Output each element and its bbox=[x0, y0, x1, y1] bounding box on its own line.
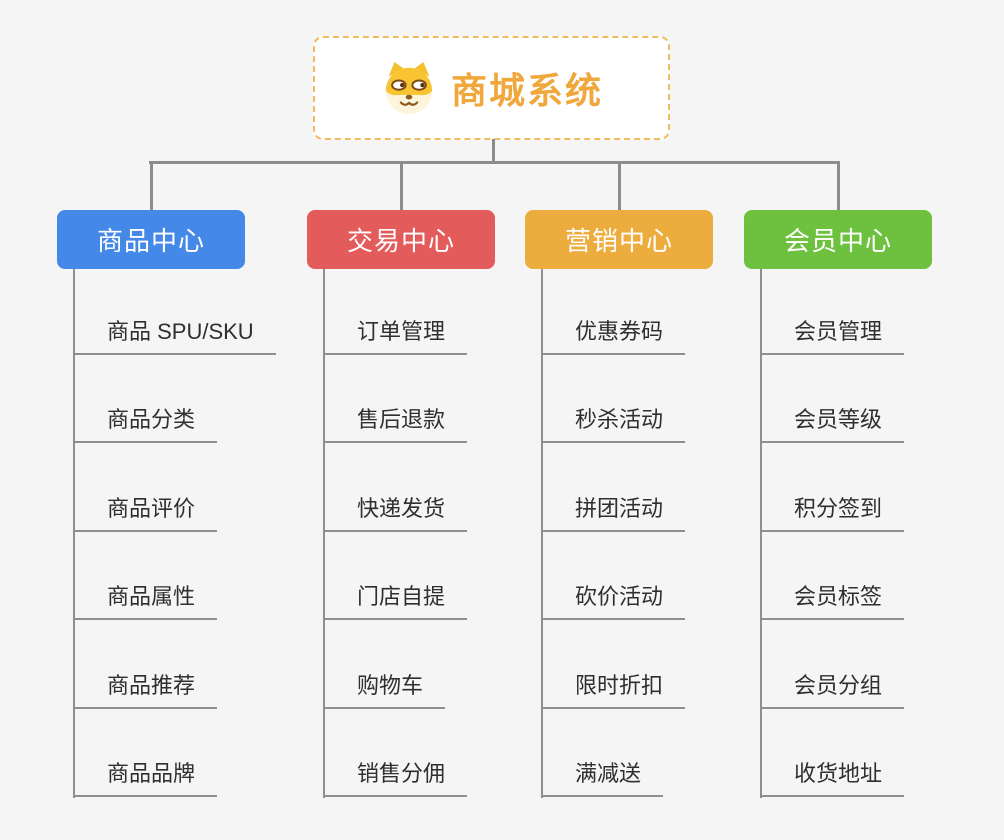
connector-branch-drop bbox=[399, 161, 403, 211]
connector-branch-drop bbox=[617, 161, 621, 211]
branch-children: 会员管理会员等级积分签到会员标签会员分组收货地址 bbox=[760, 269, 905, 798]
child-node[interactable]: 售后退款 bbox=[323, 355, 468, 444]
child-node[interactable]: 商品评价 bbox=[73, 443, 218, 532]
child-node[interactable]: 商品品牌 bbox=[73, 709, 218, 798]
child-node[interactable]: 会员等级 bbox=[760, 355, 905, 444]
child-node[interactable]: 秒杀活动 bbox=[541, 355, 686, 444]
child-node[interactable]: 商品推荐 bbox=[73, 620, 218, 709]
connector-root-stem bbox=[492, 139, 495, 162]
child-node[interactable]: 门店自提 bbox=[323, 532, 468, 621]
branch-children: 订单管理售后退款快递发货门店自提购物车销售分佣 bbox=[323, 269, 468, 798]
child-node[interactable]: 商品分类 bbox=[73, 355, 218, 444]
branch-children: 优惠券码秒杀活动拼团活动砍价活动限时折扣满减送 bbox=[541, 269, 686, 798]
child-node[interactable]: 会员标签 bbox=[760, 532, 905, 621]
child-node[interactable]: 收货地址 bbox=[760, 709, 905, 798]
child-node[interactable]: 会员管理 bbox=[760, 269, 905, 355]
child-node[interactable]: 订单管理 bbox=[323, 269, 468, 355]
child-node[interactable]: 满减送 bbox=[541, 709, 664, 798]
child-node[interactable]: 会员分组 bbox=[760, 620, 905, 709]
connector-column-line bbox=[73, 269, 75, 798]
branch-node[interactable]: 营销中心 bbox=[525, 210, 713, 269]
root-node[interactable]: 商城系统 bbox=[313, 36, 670, 140]
connector-branch-drop bbox=[836, 161, 840, 211]
child-node[interactable]: 限时折扣 bbox=[541, 620, 686, 709]
dog-face-icon bbox=[385, 61, 433, 115]
branch-node[interactable]: 商品中心 bbox=[57, 210, 245, 269]
child-node[interactable]: 销售分佣 bbox=[323, 709, 468, 798]
root-title: 商城系统 bbox=[450, 70, 603, 111]
child-node[interactable]: 拼团活动 bbox=[541, 443, 686, 532]
connector-bus bbox=[149, 161, 840, 164]
branch-node[interactable]: 交易中心 bbox=[307, 210, 495, 269]
connector-column-line bbox=[541, 269, 543, 798]
child-node[interactable]: 商品属性 bbox=[73, 532, 218, 621]
connector-branch-drop bbox=[149, 161, 153, 211]
connector-column-line bbox=[323, 269, 325, 798]
connector-column-line bbox=[760, 269, 762, 798]
child-node[interactable]: 砍价活动 bbox=[541, 532, 686, 621]
child-node[interactable]: 商品 SPU/SKU bbox=[73, 269, 276, 355]
child-node[interactable]: 积分签到 bbox=[760, 443, 905, 532]
child-node[interactable]: 快递发货 bbox=[323, 443, 468, 532]
child-node[interactable]: 优惠券码 bbox=[541, 269, 686, 355]
child-node[interactable]: 购物车 bbox=[323, 620, 446, 709]
branch-node[interactable]: 会员中心 bbox=[744, 210, 932, 269]
